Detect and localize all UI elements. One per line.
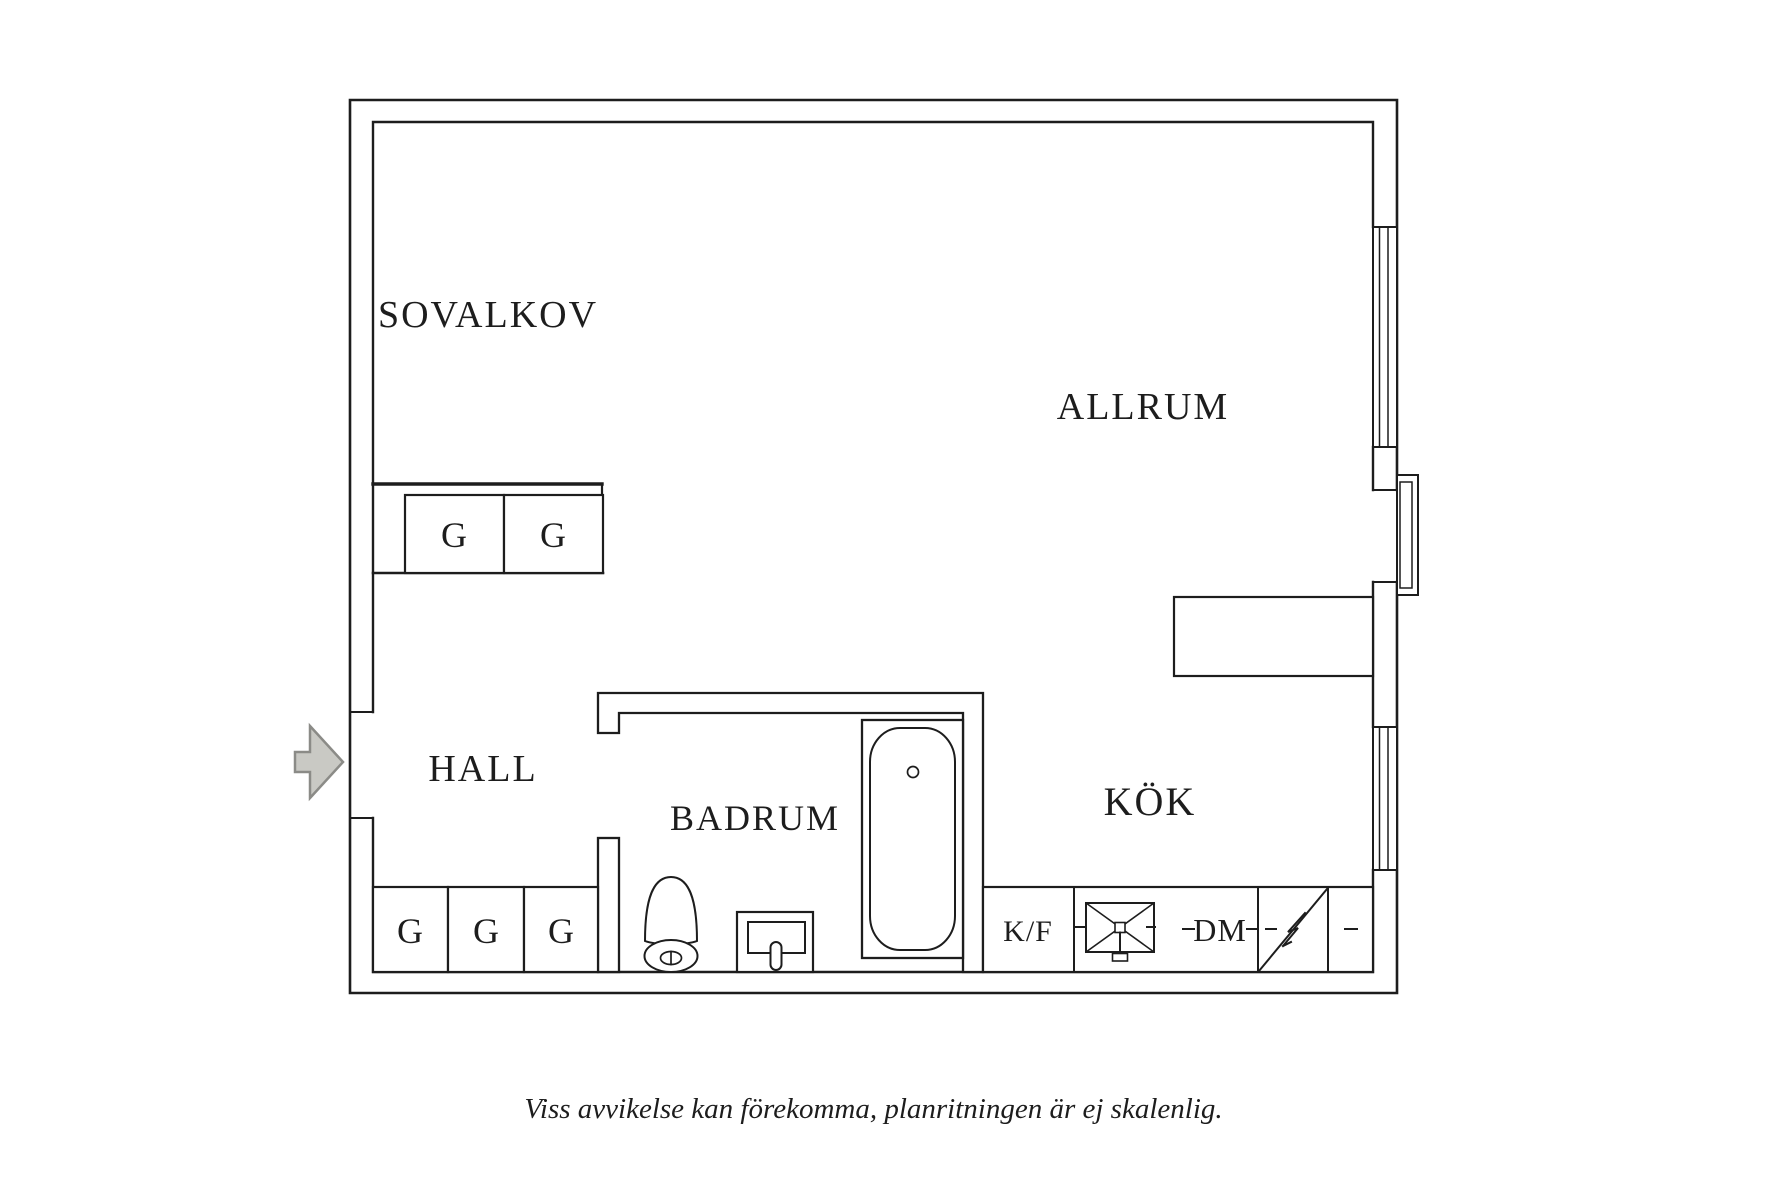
floorplan-geometry: [348, 98, 1419, 995]
stove-symbol: [1257, 887, 1329, 973]
exterior-wall-outer-line: [348, 98, 1399, 995]
wardrobe-box: [522, 885, 600, 974]
exterior-wall-inner-line: [371, 120, 1375, 974]
window-upper: [1372, 226, 1398, 448]
balcony-opening-jambs: [1372, 489, 1398, 583]
kitchen-sink-symbol: [1074, 901, 1156, 962]
room-label-kok: KÖK: [1104, 779, 1197, 824]
wardrobe-label: G: [397, 911, 423, 951]
badrum-left-wall-lower: [596, 836, 621, 974]
wardrobe-label: G: [441, 515, 467, 555]
bathroom-sink-fixture: [735, 910, 815, 974]
room-label-allrum: ALLRUM: [1057, 386, 1229, 428]
wardrobe-box: [446, 885, 526, 974]
entry-arrow-icon: [293, 722, 345, 802]
wardrobe-label: G: [548, 911, 574, 951]
bathtub-fixture: [860, 718, 965, 960]
badrum-walls: [596, 691, 985, 974]
fridge-freezer-label: K/F: [1003, 915, 1053, 948]
disclaimer-text: Viss avvikelse kan förekomma, planritnin…: [524, 1093, 1223, 1125]
kitchen-units: [981, 885, 1375, 974]
entry-opening-jambs: [349, 711, 374, 819]
wardrobe-label: G: [473, 911, 499, 951]
window-lower: [1372, 726, 1398, 871]
kitchen-counter: [1172, 595, 1375, 678]
wardrobe-label: G: [540, 515, 566, 555]
dishwasher-label: DM: [1193, 912, 1247, 948]
wardrobe-box: [403, 493, 506, 575]
room-label-hall: HALL: [428, 748, 537, 790]
hall-closets: [371, 885, 600, 974]
balcony-door: [1396, 474, 1419, 596]
wardrobe-box: [502, 493, 605, 575]
room-label-badrum: BADRUM: [670, 798, 840, 838]
room-label-sovalkov: SOVALKOV: [378, 294, 598, 336]
toilet-fixture: [643, 875, 699, 973]
